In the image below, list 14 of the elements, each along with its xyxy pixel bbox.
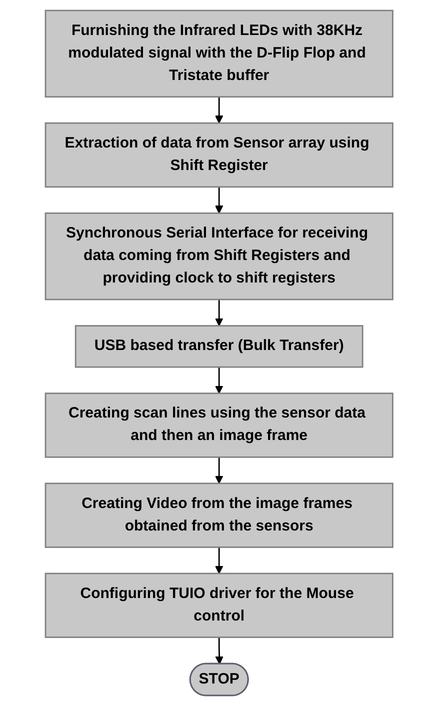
arrow	[215, 637, 224, 664]
arrow	[214, 547, 224, 574]
arrow	[214, 367, 224, 394]
arrow	[214, 457, 224, 484]
node-box: Configuring TUIO driver for the Mouse control	[44, 572, 394, 638]
arrow	[214, 96, 224, 124]
arrow	[214, 186, 224, 214]
node-box: Extraction of data from Sensor array using Shift Register	[44, 122, 394, 188]
node-box: Creating scan lines using the sensor data and then an image frame	[44, 392, 394, 458]
node-box: Creating Video from the image frames obtained from the sensors	[44, 482, 394, 548]
node-box: USB based transfer (Bulk Transfer)	[74, 325, 364, 368]
node-box: Furnishing the Infrared LEDs with 38KHz modulated signal with the D-Flip Flop and Tristate buffer	[44, 10, 394, 98]
arrow	[214, 300, 224, 326]
node-box: Synchronous Serial Interface for receiving data coming from Shift Registers and providing clock to shift registers	[44, 212, 394, 300]
